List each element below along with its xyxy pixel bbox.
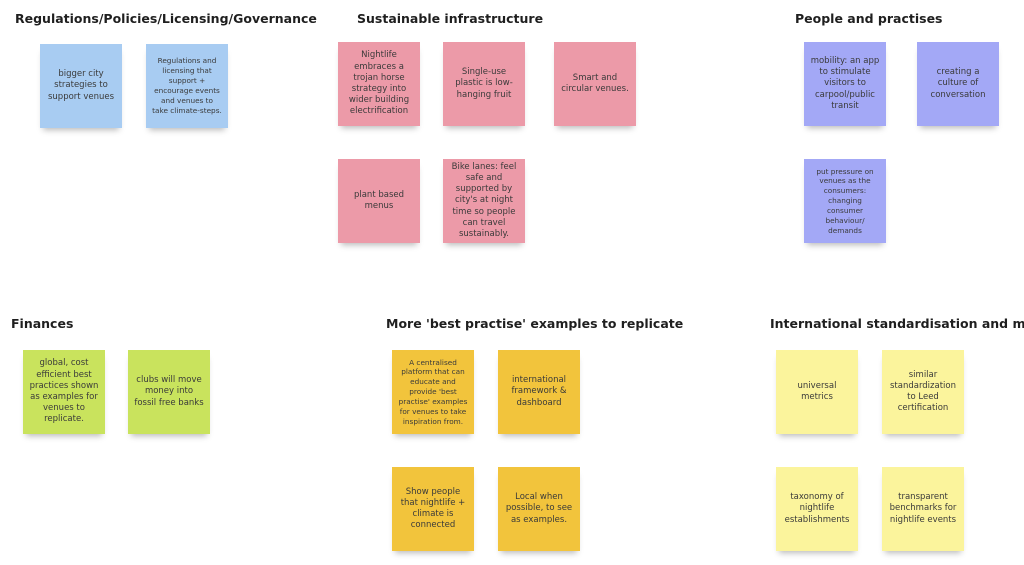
sticky-note-text: put pressure on venues as the consumers:… [816,166,874,235]
sticky-note-text: Smart and circular venues. [561,72,629,94]
sticky-note-text: A centralised platform that can educate … [398,357,468,426]
sticky-note-text: bigger city strategies to support venues [47,69,115,102]
sticky-note-regulations-licensing[interactable]: Regulations and licensing that support +… [146,44,228,128]
sticky-note-consumer-pressure[interactable]: put pressure on venues as the consumers:… [804,159,886,243]
sticky-note-plant-based-menus[interactable]: plant based menus [338,159,420,243]
sticky-note-smart-circular-venues[interactable]: Smart and circular venues. [554,42,636,126]
sticky-note-leed-certification[interactable]: similar standardization to Leed certific… [882,350,964,434]
sticky-note-transparent-benchmarks[interactable]: transparent benchmarks for nightlife eve… [882,467,964,551]
sticky-note-text: Local when possible, to see as examples. [505,492,573,525]
sticky-note-text: Regulations and licensing that support +… [152,56,222,115]
sticky-note-text: taxonomy of nightlife establishments [784,492,850,525]
sticky-note-text: international framework & dashboard [511,375,567,408]
sticky-note-single-use-plastic[interactable]: Single-use plastic is low-hanging fruit [443,42,525,126]
sticky-note-text: global, cost efficient best practices sh… [29,358,99,425]
sticky-note-nightlife-climate-connected[interactable]: Show people that nightlife + climate is … [392,467,474,551]
sticky-note-text: plant based menus [353,189,405,211]
sticky-note-international-framework[interactable]: international framework & dashboard [498,350,580,434]
sticky-note-mobility-app[interactable]: mobility: an app to stimulate visitors t… [804,42,886,126]
sticky-note-universal-metrics[interactable]: universal metrics [776,350,858,434]
sticky-note-fossil-free-banks[interactable]: clubs will move money into fossil free b… [128,350,210,434]
section-title-people: People and practises [795,11,943,26]
section-title-best-practise: More 'best practise' examples to replica… [386,316,684,331]
sticky-note-text: transparent benchmarks for nightlife eve… [889,492,957,525]
sticky-note-city-strategies[interactable]: bigger city strategies to support venues [40,44,122,128]
sticky-note-bike-lanes[interactable]: Bike lanes: feel safe and supported by c… [443,159,525,243]
sticky-note-text: universal metrics [797,380,837,402]
section-title-finances: Finances [11,316,74,331]
sticky-note-global-best-practices[interactable]: global, cost efficient best practices sh… [23,350,105,434]
sticky-note-culture-conversation[interactable]: creating a culture of conversation [917,42,999,126]
sticky-note-taxonomy[interactable]: taxonomy of nightlife establishments [776,467,858,551]
sticky-note-text: Nightlife embraces a trojan horse strate… [348,50,410,117]
sticky-note-local-examples[interactable]: Local when possible, to see as examples. [498,467,580,551]
sticky-note-text: Single-use plastic is low-hanging fruit [455,67,513,100]
sticky-note-centralised-platform[interactable]: A centralised platform that can educate … [392,350,474,434]
section-title-standardisation: International standardisation and metric… [770,316,1024,331]
section-title-infrastructure: Sustainable infrastructure [357,11,544,26]
sticky-note-text: similar standardization to Leed certific… [889,369,957,414]
sticky-note-text: Show people that nightlife + climate is … [400,486,466,531]
sticky-note-text: creating a culture of conversation [930,67,986,100]
section-title-regulations: Regulations/Policies/Licensing/Governanc… [15,11,317,26]
sticky-note-trojan-horse[interactable]: Nightlife embraces a trojan horse strate… [338,42,420,126]
sticky-note-text: mobility: an app to stimulate visitors t… [810,55,880,111]
sticky-note-text: Bike lanes: feel safe and supported by c… [451,161,517,240]
sticky-note-text: clubs will move money into fossil free b… [134,375,204,408]
